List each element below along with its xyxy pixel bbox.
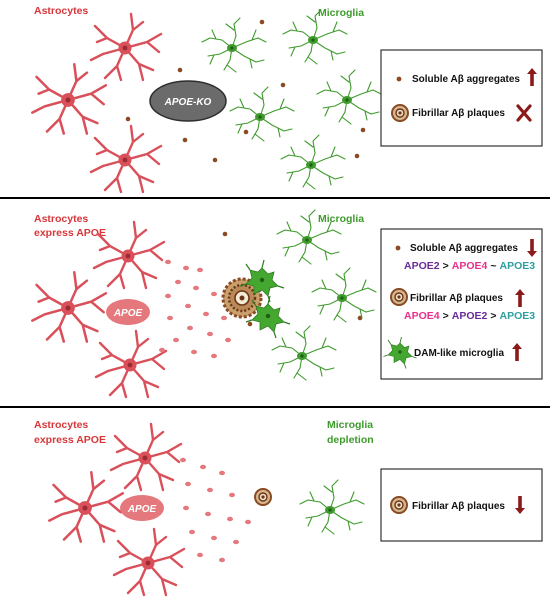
legend-fibrillar-label: Fibrillar Aβ plaques	[412, 501, 505, 512]
microglia-label: Microglia	[318, 213, 364, 225]
astrocyte-cell	[89, 12, 163, 82]
legend-soluble-label: Soluble Aβ aggregates	[412, 74, 520, 85]
microglia-cell	[316, 69, 382, 125]
isoform-order-fibrillar: APOE4>APOE2>APOE3	[404, 310, 535, 322]
apoe-ko-ellipse	[149, 80, 227, 122]
microglia-cell	[280, 134, 346, 190]
microglia-cell	[311, 267, 377, 323]
astrocyte-cell	[48, 471, 125, 543]
legend-box: Soluble Aβ aggregates APOE2>APOE4~APOE3 …	[380, 228, 543, 380]
abeta-dot	[222, 231, 228, 237]
legend-fibrillar-label: Fibrillar Aβ plaques	[412, 108, 505, 119]
astrocytes-express-apoe-label: express APOE	[34, 434, 106, 446]
abeta-dot	[357, 315, 363, 321]
legend-fibrillar-label: Fibrillar Aβ plaques	[410, 293, 503, 304]
legend-soluble-label: Soluble Aβ aggregates	[410, 243, 518, 254]
plaque-icon	[391, 104, 409, 122]
plaque-icon	[390, 496, 408, 514]
astrocytes-label: Astrocytes	[34, 213, 88, 225]
apoe-ko-label: APOE-KO	[164, 97, 212, 108]
fibrillar-plaque	[254, 488, 272, 506]
apoe-blob	[120, 495, 164, 521]
apoe-blob	[106, 299, 150, 325]
microglia-cell	[229, 86, 295, 142]
apoe-label: APOE	[113, 308, 143, 319]
microglia-cell	[201, 17, 267, 73]
microglia-cell	[271, 325, 337, 381]
panel-apoe-ko: Astrocytes Microglia APOE-KO Soluble Aβ …	[31, 5, 543, 194]
astrocyte-cell	[94, 329, 168, 399]
astrocytes-label: Astrocytes	[34, 419, 88, 431]
astrocytes-express-apoe-label: express APOE	[34, 227, 106, 239]
abeta-dot	[247, 321, 253, 327]
dot-icon	[396, 76, 402, 82]
astrocytes-label: Astrocytes	[34, 5, 88, 17]
plaque-icon	[390, 288, 408, 306]
legend-box: Fibrillar Aβ plaques	[380, 468, 543, 542]
apoe-particles	[180, 457, 251, 563]
microglia-depletion-label: depletion	[327, 434, 374, 446]
legend-box: Soluble Aβ aggregates Fibrillar Aβ plaqu…	[380, 49, 543, 147]
astrocyte-cell	[112, 527, 186, 597]
panel-astrocyte-apoe: Astrocytes express APOE Microglia APOE	[31, 209, 543, 399]
apoe-label: APOE	[127, 504, 157, 515]
astrocyte-cell	[89, 124, 163, 194]
microglia-label: Microglia	[327, 419, 373, 431]
astrocyte-cell	[109, 422, 183, 492]
isoform-order-soluble: APOE2>APOE4~APOE3	[404, 260, 535, 272]
apoe-particles	[159, 259, 235, 359]
astrocyte-cell	[31, 63, 108, 135]
panel-microglia-depletion: Astrocytes express APOE Microglia deplet…	[34, 419, 543, 597]
abeta-aggregate-dots	[125, 19, 366, 163]
astrocyte-cell	[31, 271, 108, 343]
legend-dam-label: DAM-like microglia	[414, 348, 504, 359]
microglia-cell	[299, 479, 365, 535]
microglia-label: Microglia	[318, 7, 364, 19]
dot-icon	[395, 245, 401, 251]
